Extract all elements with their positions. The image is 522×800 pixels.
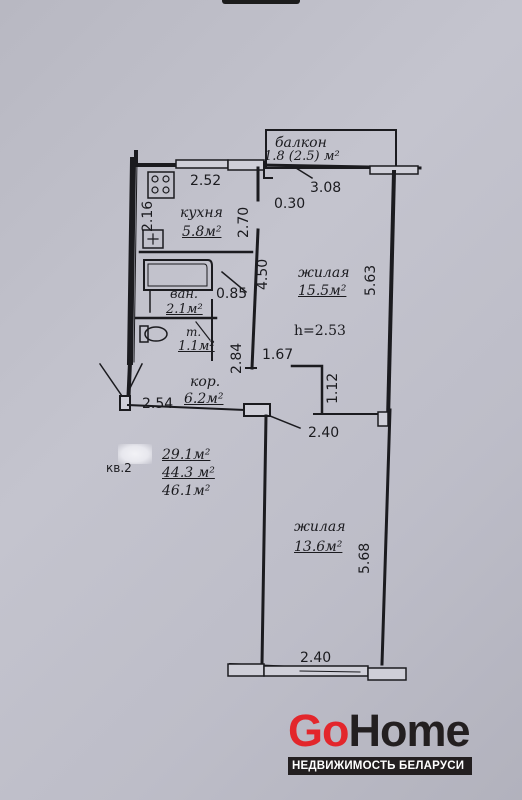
- apartment-label: кв.2: [106, 461, 132, 475]
- dim-corridor-width: 2.54: [142, 396, 174, 412]
- living-room-1-area: 15.5м²: [298, 283, 347, 299]
- balcony-area: 1.8 (2.5) м²: [264, 149, 340, 164]
- dim-kitchen-right: 2.70: [236, 206, 252, 238]
- toilet-area: 1.1м²: [178, 339, 215, 354]
- dim-kitchen-left: 2.16: [140, 200, 156, 232]
- dim-room1-left: 4.50: [255, 258, 271, 290]
- dim-room2-bottom: 2.40: [300, 650, 332, 666]
- dim-room2-top: 2.40: [308, 425, 340, 441]
- living-room-2-area: 13.6м²: [294, 539, 343, 555]
- balcony-outline: [265, 129, 397, 169]
- logo-home-text: Home: [348, 705, 471, 756]
- dim-room1-top: 3.08: [310, 180, 342, 196]
- gohome-logo: GoHome НЕДВИЖИМОСТЬ БЕЛАРУСИ: [288, 708, 478, 775]
- dim-corridor-top: 1.67: [262, 347, 294, 363]
- living-room-2-label: жилая: [294, 519, 346, 535]
- bathroom-area: 2.1м²: [166, 302, 203, 317]
- dim-room1-right: 5.63: [363, 264, 379, 296]
- dim-kitchen-width: 2.52: [190, 173, 222, 189]
- toilet-label: т.: [186, 325, 202, 339]
- kitchen-area: 5.8м²: [182, 224, 222, 240]
- living-area-total: 29.1м²: [162, 447, 211, 463]
- bathroom-label: ван.: [170, 287, 199, 302]
- living-room-1-label: жилая: [298, 265, 350, 281]
- dim-room2-right: 5.68: [357, 542, 373, 574]
- kitchen-label: кухня: [180, 205, 223, 221]
- total-area-with-balcony: 46.1м²: [162, 483, 211, 499]
- dim-bath-width: 0.85: [216, 286, 248, 302]
- dim-corridor-step: 1.12: [325, 372, 341, 404]
- phone-notch: [222, 0, 300, 4]
- dim-door-gap: 0.30: [274, 196, 306, 212]
- ceiling-height: h=2.53: [294, 323, 346, 339]
- redaction-blur: [118, 444, 152, 464]
- logo-tagline: НЕДВИЖИМОСТЬ БЕЛАРУСИ: [288, 757, 472, 775]
- balcony-label: балкон: [275, 135, 327, 151]
- corridor-label: кор.: [190, 374, 221, 390]
- dim-toilet-right: 2.84: [229, 342, 245, 374]
- logo-go-text: Go: [288, 705, 349, 756]
- corridor-area: 6.2м²: [184, 391, 224, 407]
- total-area: 44.3 м²: [162, 465, 215, 481]
